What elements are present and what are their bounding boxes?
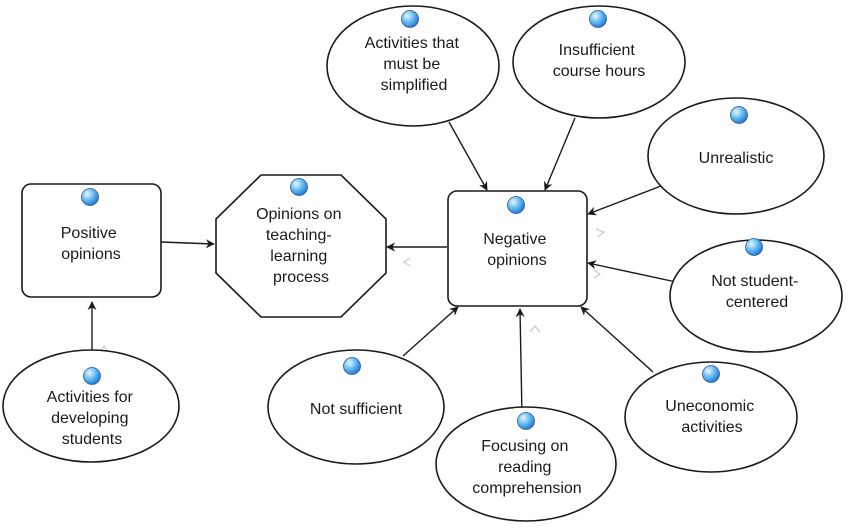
label-simplified: Activities that must be simplified (365, 35, 464, 94)
ghost-arrow-4 (593, 269, 601, 279)
label-positive: Positive opinions (61, 225, 121, 263)
edge-notstudent-to-negative (587, 260, 677, 283)
label-negative-line-1: Negative (483, 231, 546, 248)
node-negative-box[interactable] (447, 190, 588, 307)
labels: Positive opinions Opinions on teaching- … (47, 35, 803, 497)
label-not-student: Not student- centered (711, 273, 803, 311)
ghost-arrow-3 (595, 228, 605, 238)
blue-sphere-icon (589, 10, 607, 28)
label-hours: Insufficient course hours (553, 42, 646, 80)
edge-unrealistic-to-negative (587, 185, 662, 216)
node-positive-box[interactable] (21, 183, 162, 298)
blue-sphere-icon (745, 238, 763, 256)
blue-sphere-icon (290, 178, 308, 196)
label-developing-line-1: Activities for (47, 389, 134, 406)
label-reading-line-2: reading (498, 459, 551, 476)
label-reading-line-3: comprehension (472, 480, 581, 497)
shapes (2, 5, 843, 522)
label-positive-line-2: opinions (61, 246, 121, 263)
edges (87, 117, 677, 417)
blue-sphere-icon (507, 196, 525, 214)
blue-sphere-icon (730, 106, 748, 124)
label-simplified-line-1: Activities that (365, 35, 460, 52)
label-negative: Negative opinions (483, 231, 551, 269)
label-unrealistic-line-1: Unrealistic (699, 150, 774, 167)
edge-uneconomic-to-negative (580, 306, 654, 373)
blue-sphere-icon (343, 357, 361, 375)
edge-reading-to-negative (515, 308, 525, 417)
label-hours-line-2: course hours (553, 63, 646, 80)
label-developing-line-3: students (62, 431, 122, 448)
label-opinions-process-line-4: process (273, 269, 329, 286)
blue-sphere-icon (401, 10, 419, 28)
label-opinions-process: Opinions on teaching- learning process (256, 206, 346, 286)
label-uneconomic-line-1: Uneconomic (665, 398, 754, 415)
node-reading-ellipse[interactable] (435, 406, 617, 522)
label-reading-line-1: Focusing on (481, 438, 568, 455)
blue-sphere-icon (702, 365, 720, 383)
label-not-sufficient-line-1: Not sufficient (310, 401, 403, 418)
label-developing: Activities for developing students (47, 389, 138, 448)
blue-sphere-icon (517, 412, 535, 430)
label-reading: Focusing on reading comprehension (472, 438, 581, 497)
ghost-arrow-5 (529, 325, 541, 333)
edge-notsufficient-to-negative (402, 306, 459, 357)
label-hours-line-1: Insufficient (559, 42, 636, 59)
blue-sphere-icon (81, 188, 99, 206)
node-developing-ellipse[interactable] (2, 349, 180, 463)
label-opinions-process-line-3: learning (270, 248, 327, 265)
label-simplified-line-3: simplified (381, 77, 448, 94)
label-unrealistic: Unrealistic (699, 150, 774, 167)
label-simplified-line-2: must be (383, 56, 440, 73)
node-opinions-octagon[interactable] (215, 174, 387, 318)
label-negative-line-2: opinions (487, 252, 547, 269)
label-not-student-line-1: Not student- (711, 273, 798, 290)
label-positive-line-1: Positive (61, 225, 117, 242)
edge-positive-to-opinions (160, 239, 215, 249)
node-unrealistic-ellipse[interactable] (647, 97, 825, 215)
label-not-student-line-2: centered (726, 294, 788, 311)
node-markers (81, 10, 763, 430)
edge-hours-to-negative (543, 117, 576, 191)
label-opinions-process-line-1: Opinions on (256, 206, 341, 223)
label-opinions-process-line-2: teaching- (266, 227, 332, 244)
node-simplified-ellipse[interactable] (326, 5, 500, 127)
label-uneconomic: Uneconomic activities (665, 398, 758, 436)
label-uneconomic-line-2: activities (681, 419, 742, 436)
node-hours-ellipse[interactable] (512, 5, 686, 119)
label-not-sufficient: Not sufficient (310, 401, 403, 418)
node-uneconomic-ellipse[interactable] (624, 361, 798, 473)
node-notsufficient-ellipse[interactable] (267, 349, 445, 465)
edge-simplified-to-negative (448, 121, 488, 191)
blue-sphere-icon (83, 367, 101, 385)
ghost-arrow-2 (403, 257, 411, 267)
label-developing-line-2: developing (51, 410, 128, 427)
